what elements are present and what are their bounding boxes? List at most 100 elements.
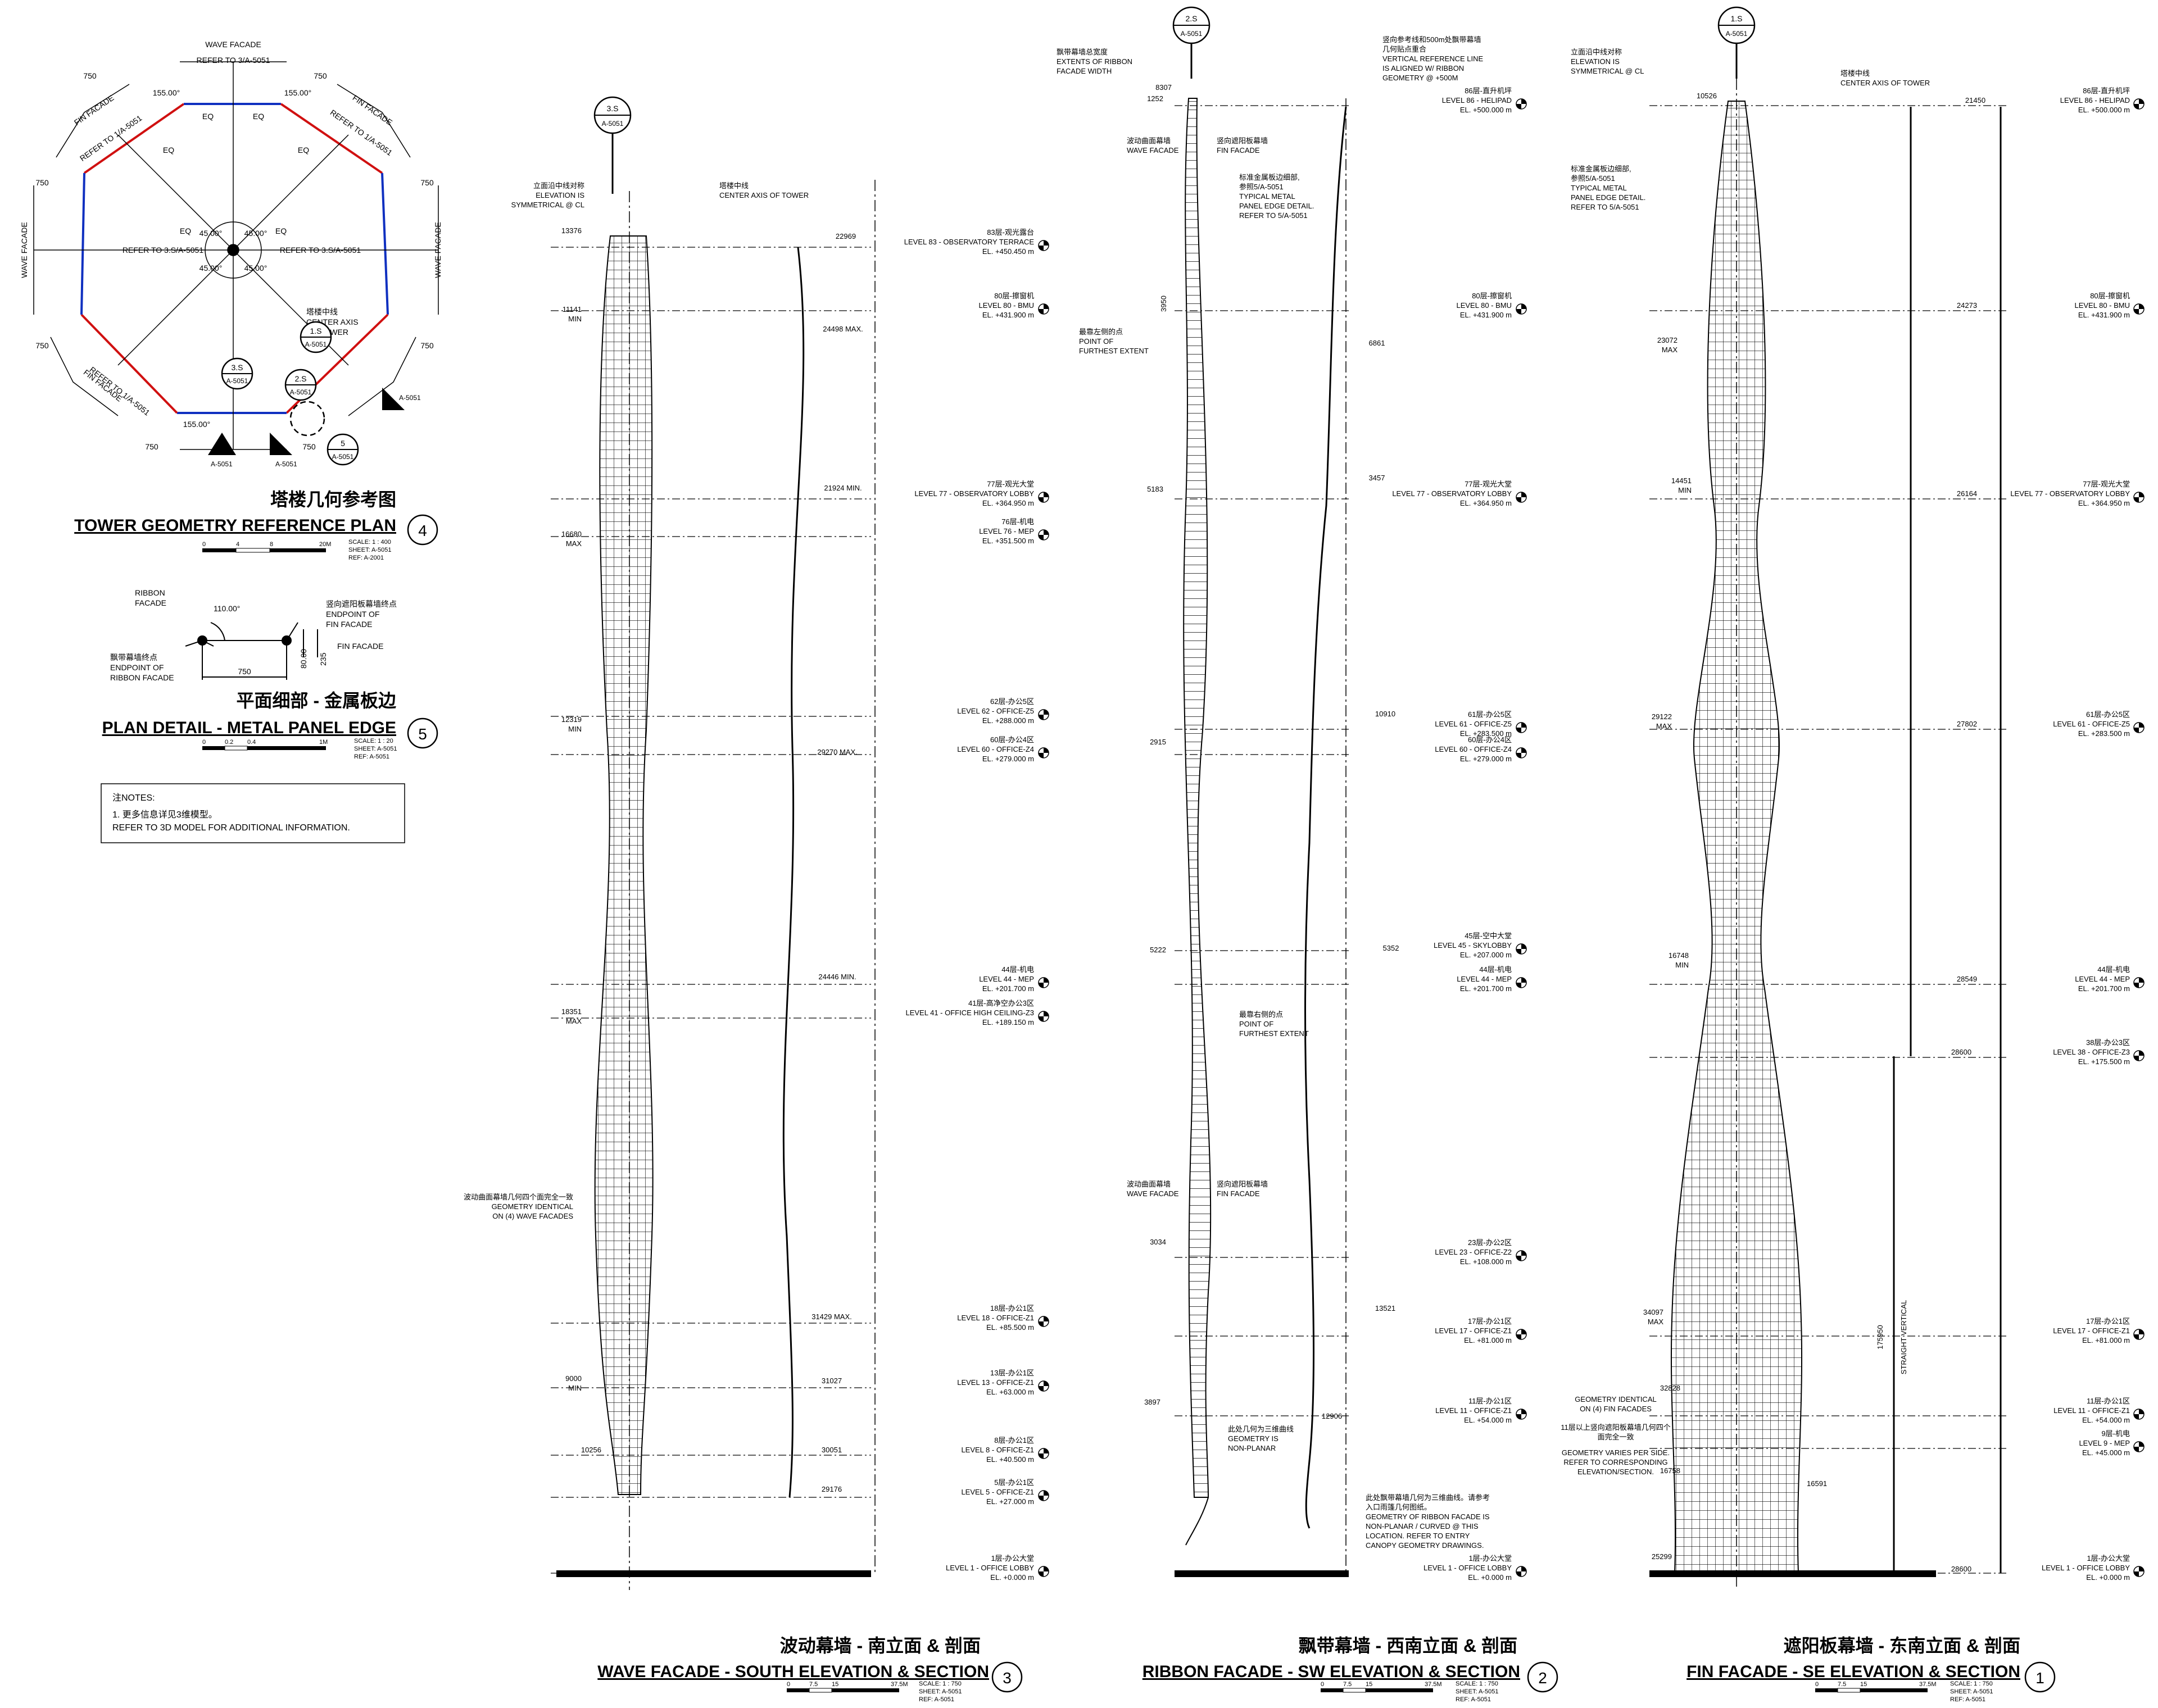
fin-width-tag: MIN (1675, 961, 1689, 969)
level-el: EL. +283.500 m (1460, 729, 1512, 738)
fin-title-block: 遮阳板幕墙 - 东南立面 & 剖面 FIN FACADE - SE ELEVAT… (1686, 1636, 2056, 1703)
level-el: EL. +40.500 m (986, 1455, 1034, 1464)
level-datum-icon (1516, 1566, 1527, 1577)
marker-sheet: A-5051 (211, 460, 233, 468)
level-en: LEVEL 60 - OFFICE-Z4 (1435, 745, 1512, 753)
level-el: EL. +431.900 m (982, 311, 1034, 319)
level-el: EL. +45.000 m (2082, 1448, 2130, 1457)
ribbon-right-dim: 10910 (1375, 710, 1395, 718)
wave-width: 12319 (561, 715, 582, 724)
fin-panel-detail: REFER TO 5/A-5051 (1571, 203, 1639, 211)
fin-width-tag: MIN (1678, 486, 1692, 494)
dim-label: 750 (35, 341, 49, 350)
fin-geom-note: 11层以上竖向遮阳板幕墙几何四个 (1561, 1423, 1671, 1432)
plan-label-refer-3s: REFER TO 3.S/A-5051 (280, 246, 361, 255)
fin-number-badge (2024, 1661, 2056, 1693)
tag-number: 1.S (310, 326, 321, 335)
wave-width: 13376 (561, 226, 582, 235)
fin-width-tag: MAX (1648, 1318, 1664, 1326)
plan-wave-edge (381, 172, 389, 315)
level-cn: 44层-机电 (2097, 965, 2130, 974)
detail-fin-end: FIN FACADE (326, 620, 372, 629)
section-tag-2s[interactable]: 2.S A-5051 (284, 369, 317, 401)
detail-tag-5[interactable]: 5 A-5051 (289, 401, 359, 466)
level-el: EL. +27.000 m (986, 1497, 1034, 1506)
fin-title-cn: 遮阳板幕墙 - 东南立面 & 剖面 (1784, 1636, 2020, 1656)
ribbon-scale-bar: 0 7.5 15 37.5M SCALE: 1 : 750 SHEET: A-5… (1321, 1680, 1498, 1703)
level-el: EL. +364.950 m (2078, 499, 2130, 507)
level-datum-icon (2133, 1050, 2145, 1061)
level-en: LEVEL 11 - OFFICE-Z1 (2053, 1406, 2130, 1415)
level-datum-icon (1516, 1329, 1527, 1340)
section-tag-3s[interactable]: 3.S A-5051 (221, 357, 253, 390)
detail-fin-label: FIN FACADE (337, 642, 383, 651)
elevation-marker-2[interactable]: A-5051 (270, 433, 297, 468)
fin-width: 16591 (1807, 1479, 1827, 1488)
ribbon-title-cn: 飘带幕墙 - 西南立面 & 剖面 (1299, 1636, 1517, 1656)
detail-angle: 110.00° (214, 604, 240, 613)
fin-section-lines (1893, 107, 2002, 1573)
level-el: EL. +201.700 m (2078, 984, 2130, 993)
ribbon-canopy-note: GEOMETRY OF RIBBON FACADE IS (1366, 1512, 1490, 1521)
fin-endpoint-marker (282, 635, 292, 646)
dim-label: 750 (314, 71, 327, 80)
level-cn: 1层-办公大堂 (2087, 1554, 2130, 1562)
tag-number: 2.S (294, 374, 306, 383)
fin-width: 14451 (1671, 476, 1692, 485)
fin-section-tag[interactable]: 1.S A-5051 (1717, 6, 1756, 79)
level-en: LEVEL 80 - BMU (2074, 301, 2130, 310)
fin-width: 29122 (1652, 712, 1672, 721)
fin-section-dim: 27802 (1957, 720, 1977, 728)
plan-number-badge (407, 514, 438, 546)
scale-tick: 15 (1860, 1681, 1867, 1688)
level-el: EL. +364.950 m (1460, 499, 1512, 507)
level-datum-icon (1516, 1250, 1527, 1261)
elevation-marker-1[interactable]: A-5051 (382, 388, 421, 410)
scale-info: REF: A-2001 (348, 555, 384, 561)
fin-section-dim: 28549 (1957, 975, 1977, 983)
elevation-marker-3[interactable]: A-5051 (208, 433, 236, 468)
ribbon-left-dim: 5222 (1150, 946, 1166, 954)
scale-tick: 0.4 (247, 739, 256, 746)
wave-section-tag[interactable]: 3.S A-5051 (593, 96, 632, 194)
section-tag-1s[interactable]: 1.S A-5051 (300, 321, 332, 353)
level-el: EL. +351.500 m (982, 537, 1034, 545)
wave-number-badge (991, 1661, 1023, 1693)
level-datum-icon (2133, 722, 2145, 733)
level-datum-icon (1038, 1490, 1049, 1501)
fin-width: 34097 (1643, 1308, 1663, 1316)
wave-sym-label: 立面沿中线对称 (533, 181, 584, 190)
scale-tick: 20M (319, 541, 331, 548)
level-en: LEVEL 77 - OBSERVATORY LOBBY (914, 489, 1034, 498)
wave-section-dim: 24446 MIN. (818, 973, 856, 981)
plan-section-tags[interactable]: 1.S A-5051 2.S A-5051 3.S A-5051 5 A-505… (208, 321, 421, 468)
ribbon-right-dim: 5352 (1383, 944, 1399, 952)
ribbon-section-tag[interactable]: 2.S A-5051 (1172, 6, 1211, 79)
ribbon-ref-line: GEOMETRY @ +500M (1382, 74, 1458, 82)
plan-label-refer-1: REFER TO 1/A-5051 (88, 365, 152, 417)
dim-label: 750 (83, 71, 97, 80)
dim-label: 750 (145, 442, 158, 451)
ribbon-left-dim: 2915 (1150, 738, 1166, 746)
plan-label-wave-right: WAVE FACADE (433, 222, 442, 278)
level-el: EL. +0.000 m (1468, 1573, 1512, 1582)
fin-scale-bar: 0 7.5 15 37.5M SCALE: 1 : 750 SHEET: A-5… (1815, 1680, 1993, 1703)
metal-panel-edge-detail: RIBBON FACADE 110.00° 竖向遮阳板幕墙终点 ENDPOINT… (102, 588, 438, 760)
ribbon-elevation (1183, 98, 1212, 1498)
wave-width-tag: MIN (568, 315, 582, 323)
level-el: EL. +85.500 m (986, 1323, 1034, 1332)
plan-fin-edge (280, 103, 383, 174)
ribbon-nonplanar: GEOMETRY IS (1228, 1434, 1279, 1443)
